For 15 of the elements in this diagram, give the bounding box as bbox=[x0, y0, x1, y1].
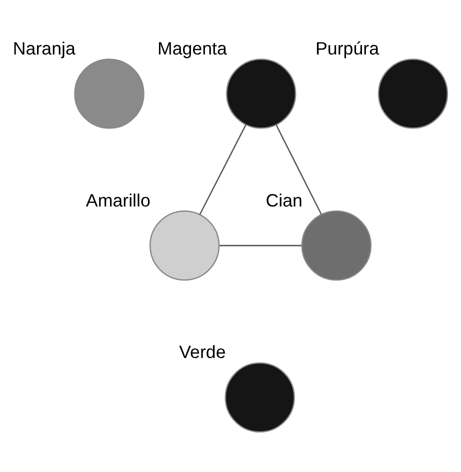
node-label: Magenta bbox=[157, 38, 227, 58]
node-label: Verde bbox=[179, 342, 226, 362]
connector bbox=[220, 244, 302, 246]
node-circle bbox=[301, 210, 372, 281]
node-circle bbox=[74, 58, 144, 129]
node-circle bbox=[378, 58, 448, 129]
node-label: Amarillo bbox=[86, 190, 150, 210]
node-label: Cian bbox=[266, 190, 302, 210]
node-circle bbox=[149, 210, 220, 281]
node-circle bbox=[226, 58, 296, 129]
connector bbox=[276, 124, 322, 215]
node-label: Purpúra bbox=[316, 38, 380, 58]
connector bbox=[199, 124, 246, 215]
node-circle bbox=[224, 362, 295, 433]
node-label: Naranja bbox=[12, 38, 76, 58]
